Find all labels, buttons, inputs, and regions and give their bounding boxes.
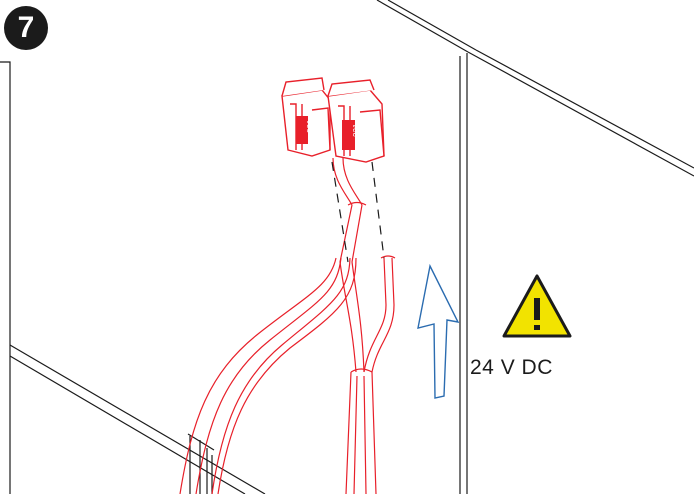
panel-right-top-edge-inner <box>475 49 694 169</box>
step-number-badge: 7 <box>4 6 48 50</box>
connector-right-marking: 221 <box>352 123 361 137</box>
guide-left <box>331 161 349 263</box>
warning-triangle-icon <box>502 274 572 338</box>
cable-right-lower <box>363 304 395 373</box>
cable-inner-lower <box>353 375 367 494</box>
cable-jacket-top <box>347 201 367 206</box>
cable-main-a <box>195 257 342 494</box>
cable-left-lower <box>339 261 365 373</box>
cable-right-top <box>380 255 396 259</box>
panel-top-edge-inner <box>387 0 477 51</box>
cable-right-upper <box>383 257 395 306</box>
panel-right-top-edge <box>467 51 694 177</box>
connector-left-marking: 221 <box>306 119 315 133</box>
connector-right <box>327 79 385 163</box>
voltage-label: 24 V DC <box>470 356 553 379</box>
cables <box>179 157 396 494</box>
wire-into-connector-left <box>332 157 363 206</box>
panel-bottom-edge <box>9 344 266 494</box>
guide-right <box>371 161 385 259</box>
cable-sheath-lower <box>345 371 377 494</box>
cable-main-b <box>211 257 351 494</box>
cable-main-c <box>217 257 357 494</box>
cable-main-d <box>179 257 337 494</box>
connector-left <box>281 77 331 157</box>
panel-top-edge <box>376 0 469 53</box>
arrow-up-icon <box>417 263 460 399</box>
panel-left-edge <box>0 61 11 494</box>
panel-bottom-edge-inner <box>9 355 246 494</box>
cable-jacket-upper <box>339 204 363 263</box>
insertion-guides <box>331 161 385 263</box>
cable-sheath-top <box>350 368 373 373</box>
